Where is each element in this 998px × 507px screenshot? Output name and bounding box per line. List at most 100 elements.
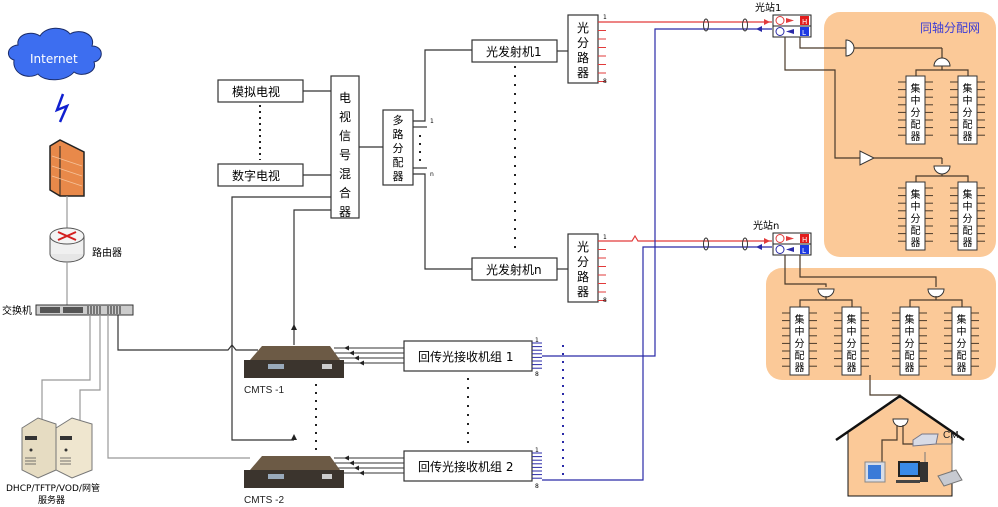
cable-modem-icon [912, 433, 939, 447]
arrow-icon [354, 465, 359, 471]
vertical-label-char: 信 [339, 129, 351, 143]
arrow-icon [349, 460, 354, 466]
svg-text:器: 器 [911, 237, 921, 249]
svg-text:分: 分 [847, 338, 857, 350]
vertical-label-char: 器 [577, 285, 589, 299]
phone-icon [937, 469, 963, 487]
optical-splitter-1 [567, 14, 599, 84]
return-receiver-2-label: 回传光接收机组 2 [418, 459, 513, 474]
vertical-label-char: 分 [577, 255, 589, 269]
svg-text:分: 分 [911, 213, 921, 225]
amplifier-icon [859, 150, 876, 166]
vertical-label-char: 路 [577, 50, 589, 65]
svg-text:器: 器 [795, 362, 805, 374]
optical-station-1 [772, 14, 812, 38]
svg-text:配: 配 [911, 225, 921, 237]
svg-text:分: 分 [963, 107, 973, 119]
svg-text:配: 配 [795, 350, 805, 362]
svg-text:集: 集 [847, 313, 857, 326]
optical-splitter-n-port-last: 8 [603, 297, 607, 304]
amplifier-icon [845, 39, 855, 57]
vertical-label-char: 路 [577, 269, 589, 284]
svg-text:分: 分 [957, 338, 967, 350]
rx1-port-last: 8 [535, 371, 539, 378]
splitter-icon [927, 288, 945, 298]
svg-text:配: 配 [847, 350, 857, 362]
svg-text:配: 配 [911, 119, 921, 131]
router-label: 路由器 [92, 246, 122, 259]
svg-text:器: 器 [963, 131, 973, 143]
splitter-icon [817, 288, 835, 298]
return-receiver-1-label: 回传光接收机组 1 [418, 349, 513, 364]
svg-text:集: 集 [905, 313, 915, 326]
svg-text:中: 中 [963, 94, 973, 107]
svg-text:配: 配 [963, 119, 973, 131]
svg-text:中: 中 [847, 325, 857, 338]
servers-label-line1: DHCP/TFTP/VOD/网管 [6, 482, 100, 494]
splitter-icon [933, 165, 951, 175]
cm-label: CM [943, 430, 959, 441]
station-n-high: H [802, 236, 807, 244]
vertical-label-char: 号 [339, 148, 351, 162]
svg-text:器: 器 [847, 362, 857, 374]
svg-text:中: 中 [911, 94, 921, 107]
svg-text:配: 配 [905, 350, 915, 362]
arrow-icon [349, 350, 354, 356]
arrow-icon [359, 360, 364, 366]
station-1-high: H [802, 18, 807, 26]
optical-splitter-n [567, 233, 599, 303]
svg-text:集: 集 [963, 82, 973, 95]
arrow-icon [359, 470, 364, 476]
arrow-icon [354, 355, 359, 361]
arrow-icon [344, 455, 349, 461]
svg-text:集: 集 [795, 313, 805, 326]
vertical-label-char: 路 [393, 128, 404, 141]
optical-transmitter-1-label: 光发射机1 [486, 44, 542, 59]
cmts-2-label: CMTS -2 [244, 495, 284, 506]
optical-station-n [772, 232, 812, 256]
svg-text:集: 集 [963, 188, 973, 201]
computer-icon [896, 461, 928, 483]
arrow-icon [344, 345, 349, 351]
internet-cloud-icon [8, 27, 102, 81]
home-splitter-icon [892, 418, 909, 427]
coax-network-label: 同轴分配网 [920, 20, 980, 35]
vertical-label-char: 多 [393, 113, 404, 127]
svg-text:器: 器 [911, 131, 921, 143]
vertical-label-char: 光 [577, 21, 589, 35]
return-receiver-group-2 [403, 450, 533, 482]
svg-text:分: 分 [905, 338, 915, 350]
station-n-label: 光站n [753, 219, 779, 232]
svg-text:集: 集 [957, 313, 967, 326]
analog-tv-label: 模拟电视 [232, 84, 280, 99]
cmts-1-device-icon [244, 346, 344, 378]
svg-text:配: 配 [957, 350, 967, 362]
svg-text:分: 分 [963, 213, 973, 225]
svg-text:中: 中 [905, 325, 915, 338]
vertical-label-char: 器 [393, 170, 404, 183]
svg-text:器: 器 [963, 237, 973, 249]
vertical-label-char: 电 [339, 91, 351, 105]
svg-text:分: 分 [911, 107, 921, 119]
splitter-icon [933, 57, 951, 67]
rx2-port-first: 1 [535, 447, 539, 454]
multi-splitter-port-first: 1 [430, 118, 434, 125]
optical-splitter-1-port-last: 8 [603, 78, 607, 85]
vertical-label-char: 光 [577, 240, 589, 254]
digital-tv-label: 数字电视 [232, 168, 280, 183]
optical-transmitter-n-label: 光发射机n [486, 262, 542, 277]
station-1-low: L [802, 29, 806, 37]
cmts-1-label: CMTS -1 [244, 385, 284, 396]
servers-label-line2: 服务器 [38, 494, 65, 506]
station-n-low: L [802, 247, 806, 255]
